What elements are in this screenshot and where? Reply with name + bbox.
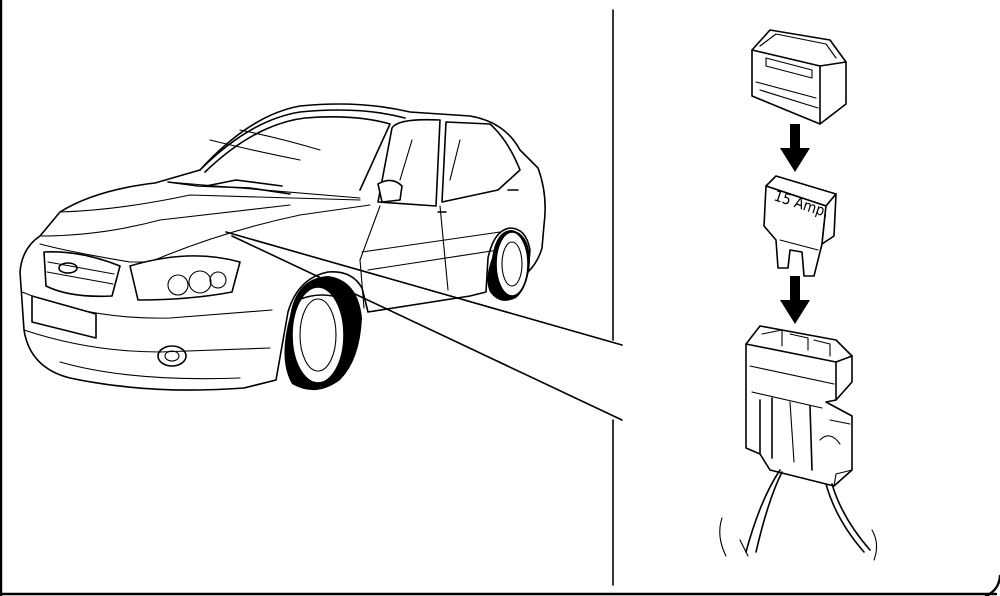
fuse-holder-connector (720, 326, 877, 560)
fuse-cover (752, 30, 846, 124)
down-arrow (780, 124, 810, 172)
down-arrow (780, 276, 810, 324)
mini-blade-fuse: 15 Amp. (764, 176, 836, 276)
